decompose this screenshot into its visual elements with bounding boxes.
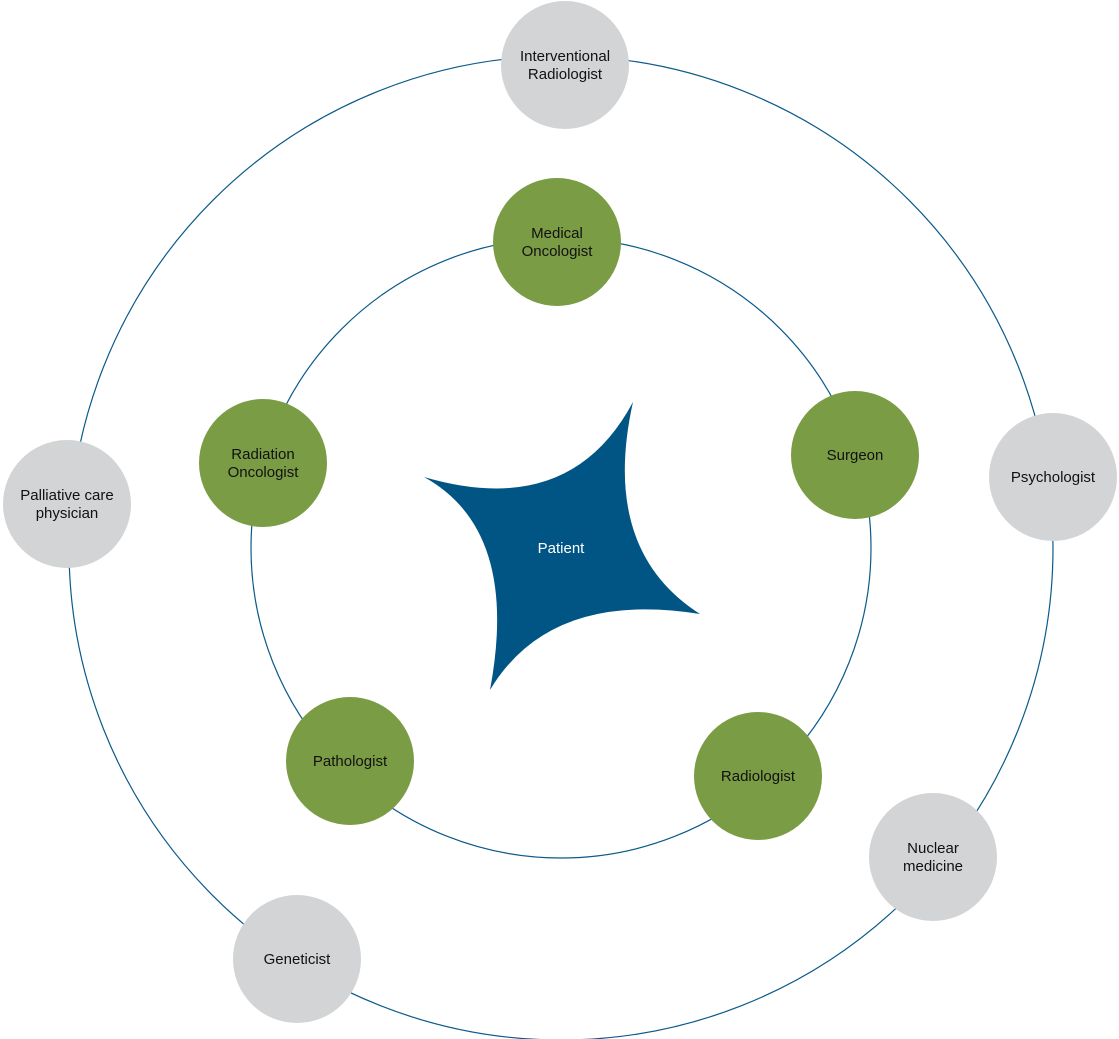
palliative-care-physician-circle (3, 440, 131, 568)
surgeon-label-line-1: Surgeon (827, 447, 884, 464)
nuclear-medicine-label-line-1: Nuclear (907, 840, 959, 857)
node-geneticist: Geneticist (233, 895, 361, 1023)
patient-star-shape (424, 402, 700, 690)
node-surgeon: Surgeon (791, 391, 919, 519)
nuclear-medicine-label-line-2: medicine (903, 858, 963, 875)
radiologist-label-line-1: Radiologist (721, 768, 796, 785)
nuclear-medicine-circle (869, 793, 997, 921)
node-psychologist: Psychologist (989, 413, 1117, 541)
pathologist-circle (286, 697, 414, 825)
interventional-radiologist-circle (501, 1, 629, 129)
geneticist-label-line-1: Geneticist (264, 951, 332, 968)
palliative-care-physician-label-line-1: Palliative care (20, 487, 113, 504)
pathologist-label-line-1: Pathologist (313, 753, 388, 770)
patient-label: Patient (538, 540, 586, 557)
radiation-oncologist-circle (199, 399, 327, 527)
medical-oncologist-label-line-2: Oncologist (522, 243, 594, 260)
medical-oncologist-label-line-1: Medical (531, 225, 583, 242)
interventional-radiologist-label-line-2: Radiologist (528, 66, 603, 83)
radiation-oncologist-label-line-2: Oncologist (228, 464, 300, 481)
medical-oncologist-circle (493, 178, 621, 306)
palliative-care-physician-label-line-2: physician (36, 505, 99, 522)
geneticist-circle (233, 895, 361, 1023)
interventional-radiologist-label-line-1: Interventional (520, 48, 610, 65)
radiologist-circle (694, 712, 822, 840)
psychologist-circle (989, 413, 1117, 541)
node-radiologist: Radiologist (694, 712, 822, 840)
team-nodes: MedicalOncologistSurgeonRadiologistPatho… (3, 1, 1117, 1023)
radiation-oncologist-label-line-1: Radiation (231, 446, 294, 463)
psychologist-label-line-1: Psychologist (1011, 469, 1096, 486)
node-pathologist: Pathologist (286, 697, 414, 825)
patient-node: Patient (424, 402, 700, 690)
surgeon-circle (791, 391, 919, 519)
